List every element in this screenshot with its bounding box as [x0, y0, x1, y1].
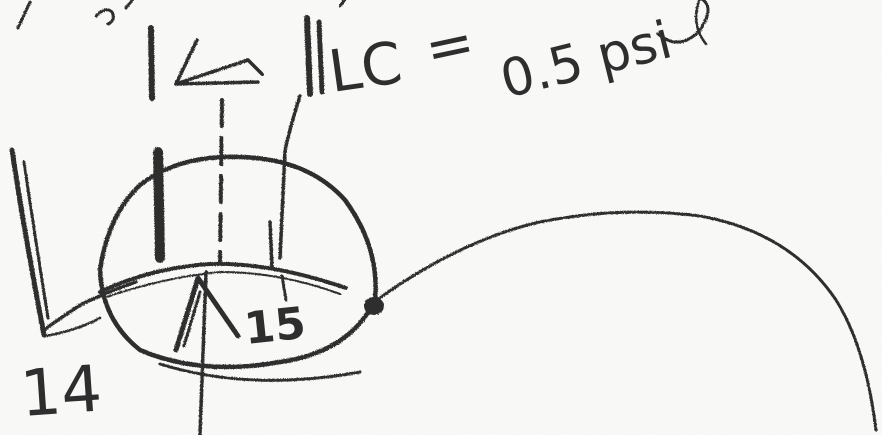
cropped-handwriting: [16, 0, 710, 46]
long-curve: [372, 210, 878, 432]
detail-circle: [97, 154, 378, 370]
bottom-arc: [158, 362, 362, 382]
label-15: 15: [242, 298, 308, 355]
connection-point: [364, 297, 384, 315]
thick-bar: [153, 147, 165, 263]
member-edge: [98, 261, 348, 299]
dashed-centerline: [218, 98, 224, 264]
lc-dimension-arrow: [148, 15, 325, 101]
member-15-lines: [268, 94, 302, 302]
lc-label: LC: [324, 28, 406, 105]
label-14: 14: [18, 352, 104, 432]
left-member-14: [9, 147, 138, 338]
up-arrow: [173, 270, 241, 435]
